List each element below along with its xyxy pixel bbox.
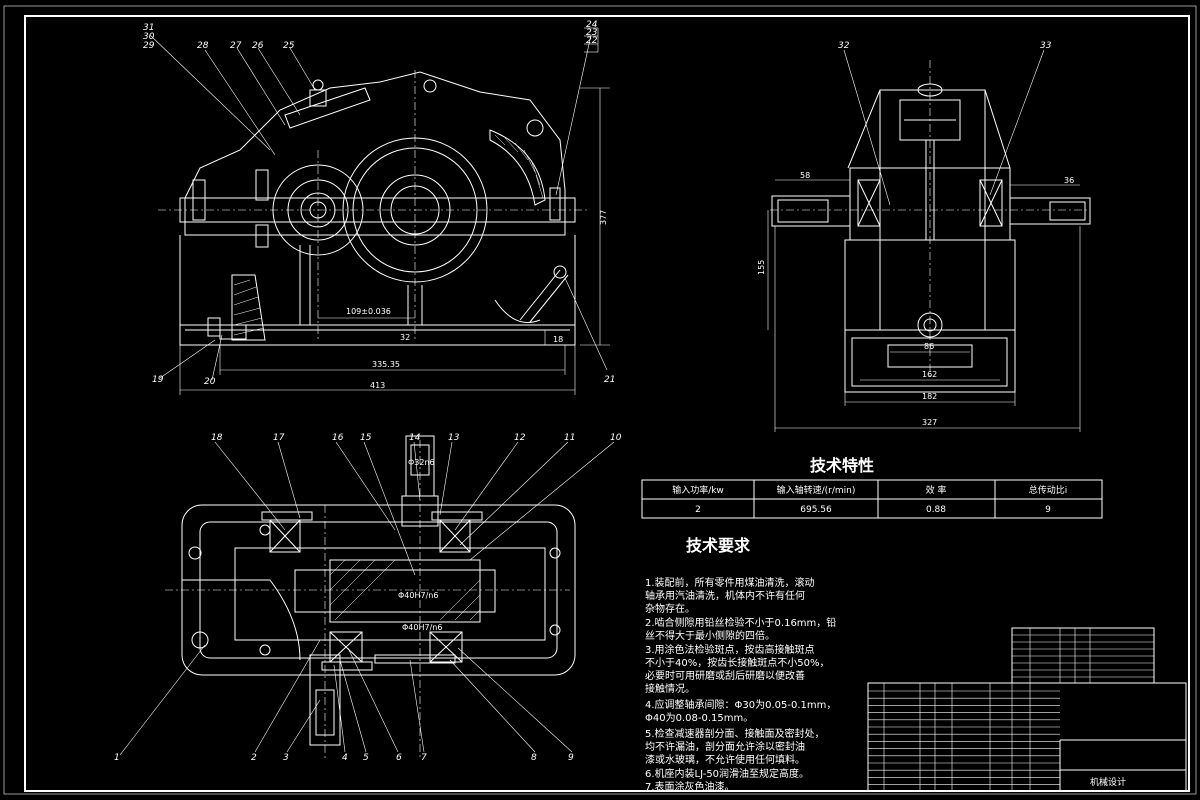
tech-req-line: 7.表面涂灰色油漆。 (645, 780, 735, 793)
side-dim-327: 327 (922, 418, 937, 427)
tech-req-line: 轴承用汽油清洗，机体内不许有任何 (645, 589, 805, 602)
front-label-21: 21 (604, 375, 615, 385)
tech-requirements: 技术要求 1.装配前，所有零件用煤油清洗，滚动 轴承用汽油清洗，机体内不许有任何… (645, 536, 836, 793)
tech-char-table: 技术特性 输入功率/kw 输入轴转速/(r/min) 效 率 总传动比i 2 6… (641, 456, 1103, 519)
parts-list: 机械设计 (867, 627, 1187, 792)
outer-border (3, 5, 1197, 795)
tech-char-header-ratio: 总传动比i (1029, 484, 1068, 496)
tech-char-header-speed: 输入轴转速/(r/min) (777, 484, 856, 496)
tech-char-value-power: 2 (695, 505, 701, 515)
front-dim-18: 18 (553, 335, 563, 344)
side-dim-162: 162 (922, 370, 937, 379)
top-label-8: 8 (531, 753, 537, 763)
front-dim-413: 413 (370, 381, 385, 390)
inner-border (24, 15, 1190, 792)
tech-req-line: 5.检查减速器剖分面、接触面及密封处， (645, 727, 825, 740)
front-label-20: 20 (204, 377, 216, 387)
tech-char-value-speed: 695.56 (800, 505, 832, 515)
top-label-11: 11 (564, 433, 575, 443)
front-label-25: 25 (283, 41, 295, 51)
top-label-17: 17 (273, 433, 285, 443)
side-dim-36: 36 (1064, 176, 1074, 185)
tech-char-value-ratio: 9 (1045, 505, 1051, 515)
front-label-19: 19 (152, 375, 164, 385)
front-dim-32: 32 (400, 333, 410, 342)
top-view: Φ32n6 Φ40H7/n6 Φ40H7/n6 18 17 16 15 14 1… (114, 433, 622, 763)
side-label-32: 32 (838, 41, 850, 51)
tech-req-title: 技术要求 (686, 536, 751, 555)
title-block-drawing-title: 机械设计 (1090, 776, 1126, 788)
top-label-14: 14 (409, 433, 421, 443)
front-label-29: 29 (143, 41, 155, 51)
top-label-13: 13 (448, 433, 460, 443)
tech-req-line: 均不许漏油，剖分面允许涂以密封油 (645, 740, 805, 753)
front-label-26: 26 (252, 41, 264, 51)
tech-req-line: 2.啮合侧隙用铅丝检验不小于0.16mm，铅 (645, 616, 836, 629)
tech-char-value-efficiency: 0.88 (926, 505, 946, 515)
top-label-18: 18 (211, 433, 223, 443)
front-label-24: 24 (586, 20, 598, 30)
front-view: 31 30 29 28 27 26 25 24 23 22 19 20 21 3… (143, 20, 615, 395)
tech-req-line: 4.应调整轴承间隙：Φ30为0.05-0.1mm， (645, 698, 836, 711)
top-label-2: 2 (251, 753, 257, 763)
tech-char-title: 技术特性 (810, 456, 874, 475)
side-dim-155: 155 (757, 260, 766, 275)
tech-req-line: 3.用涂色法检验斑点，按齿高接触斑点 (645, 643, 815, 656)
side-label-33: 33 (1040, 41, 1052, 51)
front-label-27: 27 (230, 41, 242, 51)
top-fit-2: Φ40H7/n6 (398, 591, 438, 600)
front-dim-377: 377 (599, 210, 608, 225)
tech-req-line: 漆或水玻璃，不允许使用任何填料。 (645, 753, 805, 766)
top-label-3: 3 (283, 753, 289, 763)
tech-req-line: 1.装配前，所有零件用煤油清洗，滚动 (645, 576, 815, 589)
top-label-6: 6 (396, 753, 402, 763)
side-dim-58: 58 (800, 171, 810, 180)
front-label-31: 31 (143, 23, 154, 33)
top-label-10: 10 (610, 433, 622, 443)
front-label-22: 22 (586, 36, 598, 46)
top-label-5: 5 (363, 753, 369, 763)
tech-char-header-efficiency: 效 率 (926, 484, 947, 496)
tech-req-line: 丝不得大于最小侧隙的四倍。 (645, 629, 775, 642)
top-label-16: 16 (332, 433, 344, 443)
tech-req-line: 必要时可用研磨或刮后研磨以便改善 (645, 669, 805, 682)
top-label-1: 1 (114, 753, 120, 763)
tech-char-header-power: 输入功率/kw (672, 484, 724, 496)
top-fit-1: Φ32n6 (408, 458, 435, 467)
tech-req-line: 6.机座内装LJ-50润滑油至规定高度。 (645, 767, 809, 780)
side-dim-182: 182 (922, 392, 937, 401)
side-view: 32 33 58 36 155 86 162 182 327 (757, 41, 1091, 432)
top-fit-3: Φ40H7/n6 (402, 623, 442, 632)
front-label-28: 28 (197, 41, 209, 51)
tech-req-line: 接触情况。 (645, 682, 695, 695)
top-label-12: 12 (514, 433, 526, 443)
front-label-23: 23 (586, 28, 598, 38)
top-label-7: 7 (421, 753, 427, 763)
parts-list-grid (868, 628, 1154, 791)
tech-req-line: 杂物存在。 (645, 602, 695, 615)
front-dim-109: 109±0.036 (346, 307, 391, 316)
front-dim-335: 335.35 (372, 360, 400, 369)
top-label-9: 9 (568, 753, 574, 763)
side-dim-86: 86 (924, 342, 934, 351)
top-label-15: 15 (360, 433, 372, 443)
tech-req-line: 不小于40%，按齿长接触斑点不小50%， (645, 656, 829, 669)
tech-req-line: Φ40为0.08-0.15mm。 (645, 712, 753, 724)
front-label-30: 30 (143, 32, 155, 42)
top-label-4: 4 (342, 753, 348, 763)
